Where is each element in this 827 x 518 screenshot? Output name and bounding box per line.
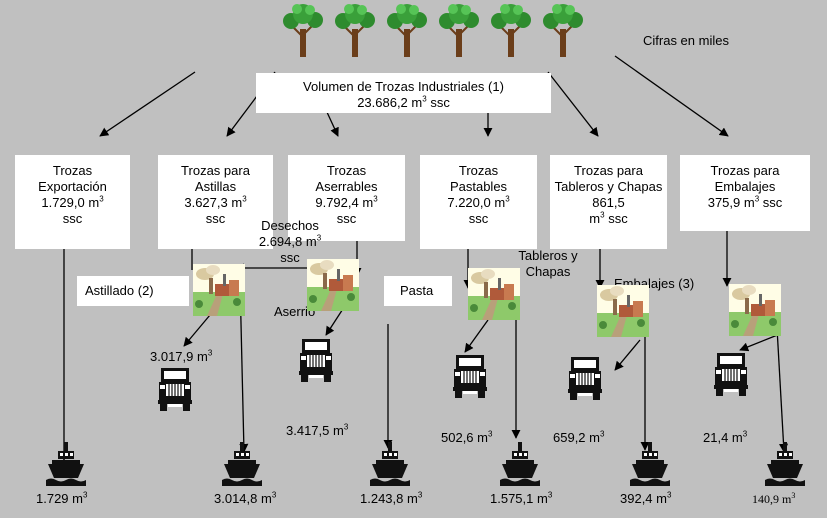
arrow-embalajes-truck [739,333,781,352]
category-title: Trozas Exportación [38,163,107,194]
arrow-astillado-truck [183,314,211,347]
category-title: Trozas Pastables [449,163,508,194]
desechos-label: Desechos 2.694,8 m3 ssc [258,218,322,265]
category-exportacion: Trozas Exportación 1.729,0 m3 ssc [15,155,130,249]
volume-box: Volumen de Trozas Industriales (1) 23.68… [256,73,551,113]
export-value: 3.014,8 m3 [214,490,277,506]
truck-icon [567,355,603,406]
truck-icon [298,337,334,388]
tree-icon [283,4,583,57]
arrow-tableros-truck [614,339,641,371]
truck-value: 3.417,5 m3 [286,422,349,438]
arrow-pasta-truck [464,319,489,353]
truck-value: 659,2 m3 [553,429,605,445]
volume-value: 23.686,2 m [357,95,423,110]
category-tableros: Trozas para Tableros y Chapas 861,5 m3 s… [550,155,667,249]
export-value: 1.575,1 m3 [490,490,553,506]
ship-icon [500,442,540,491]
process-astillado: Astillado (2) [77,276,189,306]
process-pasta: Pasta [384,276,452,306]
ship-icon [765,442,805,491]
export-value: 392,4 m3 [620,490,672,506]
factory-icon [307,259,359,316]
ship-icon [46,442,86,491]
category-title: Trozas para Astillas [181,163,250,194]
truck-value: 3.017,9 m3 [150,348,213,364]
forest [277,3,589,58]
arrow-to-exportacion [99,71,196,137]
arrow-to-tableros [547,71,599,137]
tableros-label: Tableros y Chapas [518,248,578,279]
factory-icon [597,285,649,342]
category-astillas: Trozas para Astillas 3.627,3 m3 ssc [158,155,273,249]
category-embalajes: Trozas para Embalajes 375,9 m3 ssc [680,155,810,231]
category-aserrables: Trozas Aserrables 9.792,4 m3 ssc [288,155,405,241]
factory-icon [729,284,781,341]
ship-icon [222,442,262,491]
ship-icon [630,442,670,491]
note-label: Cifras en miles [643,33,729,48]
export-value: 1.729 m3 [36,490,88,506]
export-value: 140,9 m3 [752,491,796,507]
arrow-to-embalajes [614,55,729,137]
truck-value: 502,6 m3 [441,429,493,445]
factory-icon [468,268,520,325]
volume-title: Volumen de Trozas Industriales (1) [303,79,504,94]
truck-icon [452,353,488,404]
category-title: Trozas para Embalajes [710,163,780,194]
export-value: 1.243,8 m3 [360,490,423,506]
category-title: Trozas para Tableros y Chapas 861,5 [554,163,663,210]
aserrio-label: Aserrio [274,304,316,319]
truck-icon [157,366,193,417]
category-pastables: Trozas Pastables 7.220,0 m3 ssc [420,155,537,249]
arrow-to-aserrables [325,109,339,137]
category-title: Trozas Aserrables [315,163,378,194]
truck-value: 21,4 m3 [703,429,748,445]
truck-icon [713,351,749,402]
factory-icon [193,264,245,321]
ship-icon [370,442,410,491]
